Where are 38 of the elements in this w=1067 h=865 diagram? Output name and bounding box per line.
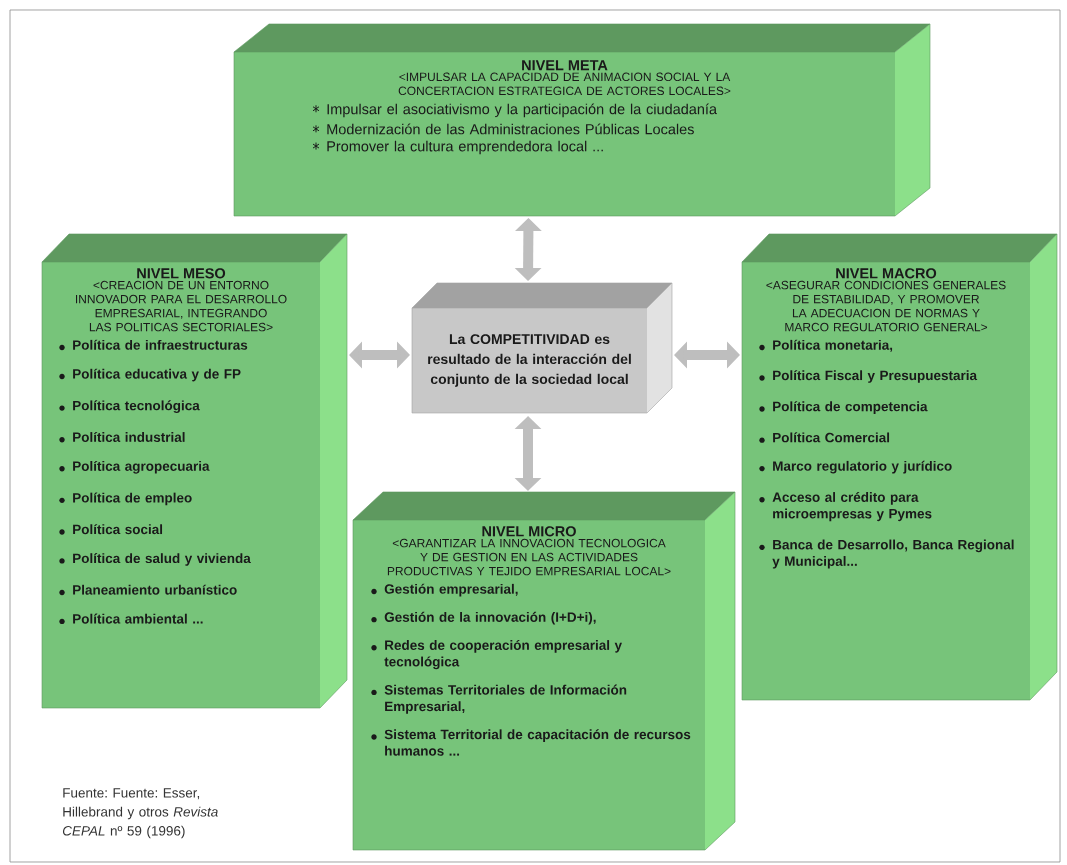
list-item: Política agropecuaria (59, 460, 210, 474)
list-item: Política industrial (59, 431, 185, 443)
box-heading: NIVEL MICRO (482, 526, 576, 537)
list-item: Gestión empresarial, (371, 583, 518, 597)
list-item: Política de infraestructuras (59, 339, 248, 351)
list-item: Planeamiento urbanístico (59, 584, 237, 596)
list-item: Política Comercial (759, 432, 890, 443)
box-subtitle: <ASEGURAR CONDICIONES GENERALES DE ESTABILIDAD, Y PROMOVER LA ADECUACION DE NORMAS Y MARCO REGULATORIO GENERAL> (766, 280, 1006, 332)
list-item: Modernización de las Administraciones Públicas Locales (312, 123, 694, 135)
double-arrow (349, 341, 410, 369)
list-item: Política social (59, 524, 163, 535)
source-note: Fuente: Fuente: Esser, Hillebrand y otros Revista CEPAL nº 59 (1996) (62, 788, 218, 839)
list-item: Gestión de la innovación (I+D+i), (371, 611, 596, 625)
box-heading: NIVEL META (522, 60, 608, 71)
box-heading: NIVEL MACRO (836, 268, 937, 279)
box-text: La COMPETITIVIDAD es resultado de la interacción del conjunto de la sociedad local (428, 334, 631, 387)
list-item: Banca de Desarrollo, Banca Regional y Municipal... (759, 539, 1014, 569)
list-item: Impulsar el asociativismo y la participación de la ciudadanía (312, 103, 717, 118)
double-arrow (674, 341, 740, 369)
list-item: Política tecnológica (59, 400, 200, 414)
list-item: Sistemas Territoriales de Información Empresarial, (371, 684, 627, 714)
list-item: Promover la cultura emprendedora local ... (312, 140, 603, 155)
list-item: Política monetaria, (759, 339, 893, 352)
list-item: Política de salud y vivienda (59, 553, 251, 566)
list-item: Política de competencia (759, 401, 928, 414)
list-item: Política ambiental ... (59, 613, 203, 625)
list-item: Política Fiscal y Presupuestaria (759, 370, 978, 383)
box-subtitle: <IMPULSAR LA CAPACIDAD DE ANIMACION SOCIAL Y LA CONCERTACION ESTRATEGICA DE ACTORES LOCALES> (398, 72, 731, 96)
list-item: Política educativa y de FP (59, 368, 241, 382)
list-item: Marco regulatorio y jurídico (759, 460, 952, 474)
list-item: Sistema Territorial de capacitación de recursos humanos ... (371, 729, 691, 756)
box-subtitle: <GARANTIZAR LA INNOVACION TECNOLOGICA Y DE GESTION EN LAS ACTIVIDADES PRODUCTIVAS Y TEJIDO EMPRESARIAL LOCAL> (387, 538, 671, 576)
box-subtitle: <CREACION DE UN ENTORNO INNOVADOR PARA EL DESARROLLO EMPRESARIAL, INTEGRANDO LAS POLITICAS SECTORIALES> (76, 280, 287, 332)
list-item: Política de empleo (59, 492, 192, 506)
double-arrow (514, 416, 542, 491)
list-item: Acceso al crédito para microempresas y Pymes (759, 491, 932, 522)
box-heading: NIVEL MESO (137, 268, 226, 279)
list-item: Redes de cooperación empresarial y tecnológica (371, 639, 622, 670)
